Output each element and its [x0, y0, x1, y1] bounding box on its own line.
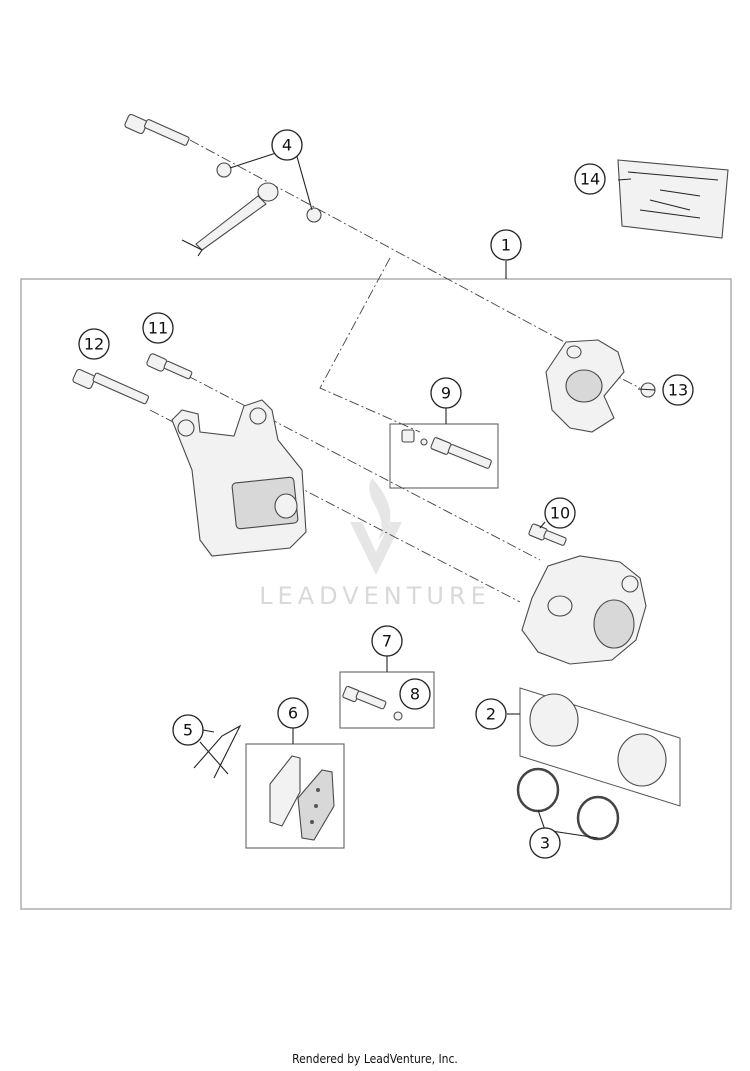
caliper-carrier-bracket [171, 399, 307, 557]
callout-8: 8 [399, 678, 431, 710]
callout-2: 2 [475, 698, 507, 730]
piston-group-box [519, 687, 681, 807]
piston-seal-rings [516, 767, 620, 841]
bracket-bolt-long [72, 368, 150, 405]
callout-1: 1 [490, 229, 522, 261]
callout-11: 11 [142, 312, 174, 344]
callout-14-label: 14 [580, 170, 600, 189]
callout-14: 14 [574, 163, 606, 195]
upper-axle-bolt [124, 113, 190, 146]
callout-4: 4 [271, 129, 303, 161]
callout-10: 10 [544, 497, 576, 529]
callout-9: 9 [430, 377, 462, 409]
callout-12: 12 [78, 328, 110, 360]
watermark: LEADVENTURE [259, 478, 491, 610]
instruction-leaflet [617, 159, 729, 239]
callout-5-label: 5 [183, 721, 193, 740]
upper-caliper-half [545, 339, 625, 433]
callout-9-label: 9 [441, 384, 451, 403]
callout-10-label: 10 [550, 504, 570, 523]
bracket-bolt-short [146, 353, 193, 380]
callout-7: 7 [371, 625, 403, 657]
callout-6: 6 [277, 697, 309, 729]
callout-4-label: 4 [282, 136, 292, 155]
bleeder-group-box [339, 671, 435, 729]
callout-13-label: 13 [668, 381, 688, 400]
callout-2-label: 2 [486, 705, 496, 724]
caliper-bolt-10 [528, 523, 567, 546]
callout-8-label: 8 [410, 685, 420, 704]
callout-13: 13 [662, 374, 694, 406]
callout-3: 3 [529, 827, 561, 859]
guide-pin-group-box [389, 423, 499, 489]
callout-11-label: 11 [148, 319, 168, 338]
spacer-hanger [181, 182, 279, 257]
render-credit: Rendered by LeadVenture, Inc. [292, 1052, 458, 1066]
watermark-text: LEADVENTURE [259, 582, 491, 610]
callout-12-label: 12 [84, 335, 104, 354]
guide-pin-set [401, 429, 492, 469]
assembly-frame [20, 278, 732, 910]
bleeder-screw [342, 685, 403, 721]
callout-leaders [202, 152, 656, 839]
callout-6-label: 6 [288, 704, 298, 723]
brake-pads [269, 755, 335, 841]
callout-5: 5 [172, 714, 204, 746]
callout-3-label: 3 [540, 834, 550, 853]
callout-7-label: 7 [382, 632, 392, 651]
brake-pad-group-box [245, 743, 345, 849]
pistons [529, 693, 667, 787]
washers [216, 162, 322, 223]
callout-1-label: 1 [501, 236, 511, 255]
brake-caliper [521, 555, 647, 665]
spring-clip [193, 724, 242, 779]
